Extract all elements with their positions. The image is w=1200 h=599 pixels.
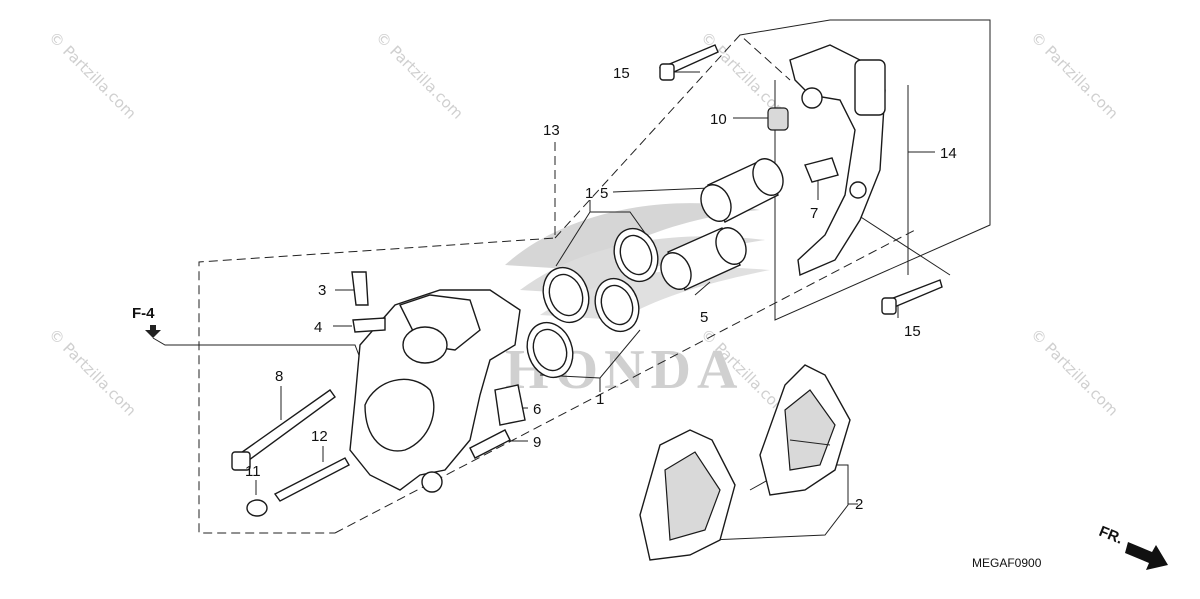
- arrow-right-icon: [1125, 542, 1168, 570]
- watermark: © Partzilla.com: [45, 325, 140, 420]
- brake-pads: [639, 364, 851, 561]
- reference-label: F-4: [132, 305, 155, 322]
- callout-15-top: 15: [613, 65, 630, 82]
- callout-13: 13: [543, 122, 560, 139]
- watermark: © Partzilla.com: [1027, 325, 1122, 420]
- watermark: © Partzilla.com: [372, 28, 467, 123]
- callout-4: 4: [314, 319, 322, 336]
- piston-seals: [526, 227, 659, 379]
- callout-14: 14: [940, 145, 957, 162]
- callout-7: 7: [810, 205, 818, 222]
- callout-labels: 15 10 13 14 1 5 7 5 15 3 4 1 6 9 8 12 11…: [245, 65, 957, 513]
- diagram-code: MEGAF0900: [972, 556, 1042, 570]
- callout-5-top: 5: [600, 185, 608, 202]
- watermark: © Partzilla.com: [1027, 28, 1122, 123]
- callout-1-top: 1: [585, 185, 593, 202]
- callout-2: 2: [855, 496, 863, 513]
- small-fasteners: [231, 44, 943, 517]
- direction-label: FR.: [1097, 523, 1126, 548]
- caliper-bracket: [789, 44, 886, 277]
- callout-3: 3: [318, 282, 326, 299]
- callout-12: 12: [311, 428, 328, 445]
- callout-5-bottom: 5: [700, 309, 708, 326]
- callout-8: 8: [275, 368, 283, 385]
- callout-15-bottom: 15: [904, 323, 921, 340]
- assembly-outline-14: [739, 19, 991, 321]
- pistons: [660, 158, 784, 291]
- callout-10: 10: [710, 111, 727, 128]
- reference-arrow: F-4: [132, 305, 161, 338]
- caliper-body: [349, 289, 521, 493]
- front-direction-indicator: FR.: [1097, 523, 1168, 570]
- callout-9: 9: [533, 434, 541, 451]
- callout-6: 6: [533, 401, 541, 418]
- watermark: © Partzilla.com: [45, 28, 140, 123]
- callout-11: 11: [245, 463, 261, 480]
- callout-1-bottom: 1: [596, 391, 604, 408]
